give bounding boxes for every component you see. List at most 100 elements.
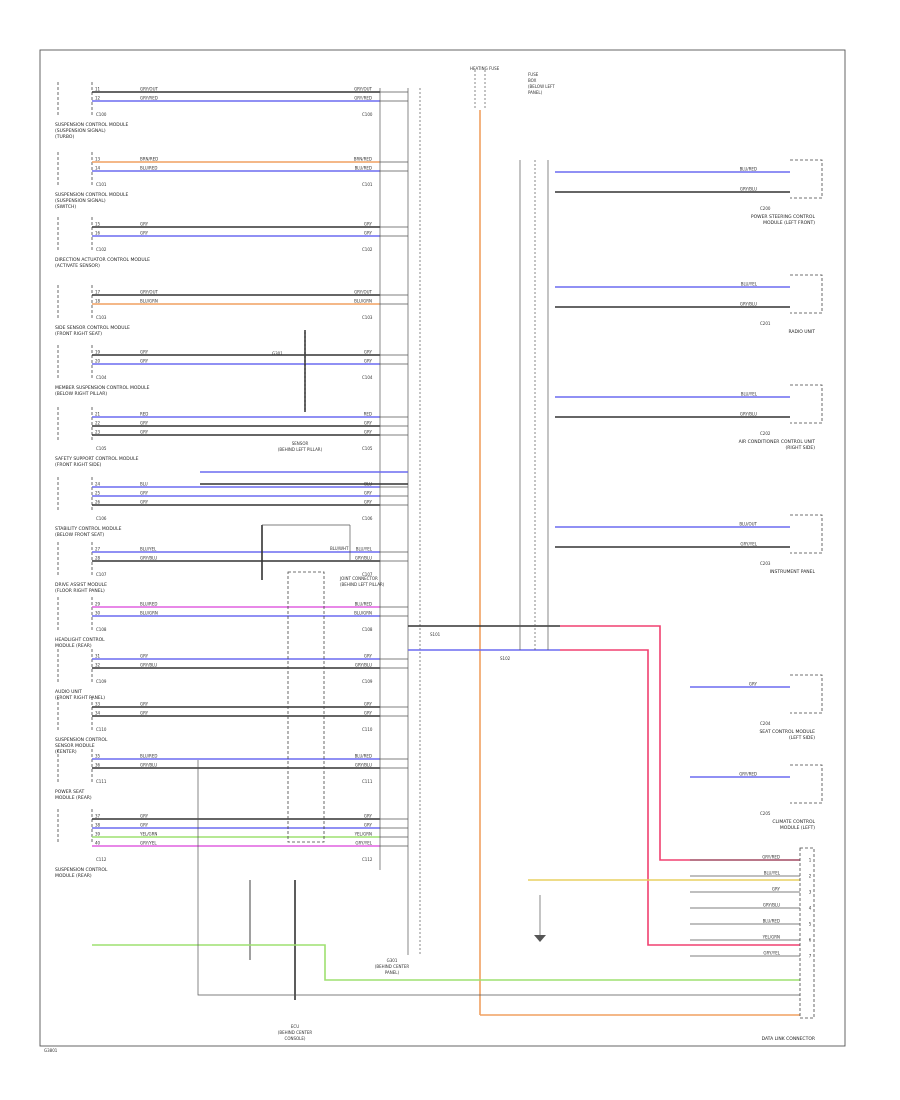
top-fuse-label: HEATING FUSE: [470, 66, 500, 71]
wire-color-label: BLU: [140, 482, 148, 487]
dlc-pin-number: 3: [809, 890, 812, 895]
wire-color-label: GRY/BLU: [355, 763, 372, 768]
wire-color-label: GRY: [364, 430, 373, 435]
pin-number: 29: [95, 602, 101, 607]
connector-label: C105: [96, 446, 107, 451]
wire-color-label: RED: [140, 412, 148, 417]
module-title: SENSOR MODULE: [55, 743, 95, 749]
module-title: STABILITY CONTROL MODULE: [55, 526, 122, 532]
pin-number: 39: [95, 832, 101, 837]
module-title: AUDIO UNIT: [55, 689, 82, 695]
connector-label: C112: [96, 857, 107, 862]
wire-color-label: YEL/GRN: [139, 832, 157, 837]
connector-label: C100: [96, 112, 107, 117]
module-title: (SUSPENSION SIGNAL): [55, 128, 106, 134]
module-title: MEMBER SUSPENSION CONTROL MODULE: [55, 385, 150, 391]
module-outline: [57, 597, 93, 631]
ecu-title: ECU: [291, 1024, 299, 1029]
pin-number: 15: [95, 222, 101, 227]
connector-label: C107: [96, 572, 107, 577]
wire-color-label: BRN/RED: [354, 157, 372, 162]
green-wire: [92, 944, 800, 981]
connector-label: C202: [760, 431, 771, 436]
wire-color-label: GRY/BLU: [355, 663, 372, 668]
wire-color-label: BLU/GRN: [354, 611, 372, 616]
dlc-pin-number: 2: [809, 874, 812, 879]
fuse-box-title: (BELOW LEFT: [528, 84, 555, 89]
module-outline: [57, 809, 93, 843]
wire-color-label: BLU/RED: [355, 754, 372, 759]
module-title: (FRONT RIGHT SEAT): [55, 331, 102, 337]
connector-label: C110: [96, 727, 107, 732]
wire-color-label: GRY: [140, 359, 149, 364]
module-title: POWER SEAT: [55, 789, 85, 795]
dlc-outline: [799, 847, 815, 1019]
dlc-pin-label: BLU/RED: [763, 919, 780, 924]
wire-color-label: BLU/WHT: [330, 546, 349, 551]
fuse-box-outline: [474, 70, 486, 110]
wire-color-label: GRY/BLU: [355, 556, 372, 561]
wire-color-label: GRY: [140, 350, 149, 355]
wire-color-label: GRY: [364, 350, 373, 355]
module-title: (CENTER): [55, 749, 77, 755]
connector-label: C104: [362, 375, 373, 380]
connector-label: C200: [760, 206, 771, 211]
wire-color-label: GRY: [364, 702, 373, 707]
pin-number: 23: [95, 430, 101, 435]
module-title: HEADLIGHT CONTROL: [55, 637, 105, 643]
dlc-pin-label: YEL/GRN: [762, 935, 780, 940]
wire-color-label: BLU/GRN: [140, 611, 158, 616]
module-title: (FLOOR RIGHT PANEL): [55, 588, 105, 594]
module-outline: [790, 674, 823, 714]
wire-color-label: GRY: [140, 421, 149, 426]
wire-color-label: GRY: [140, 222, 149, 227]
splice-label: S101: [430, 632, 441, 637]
ground-title: G301: [387, 958, 398, 963]
connector-label: C109: [96, 679, 107, 684]
wire-color-label: GRY/YEL: [355, 841, 372, 846]
wire-color-label: BLU/GRN: [140, 299, 158, 304]
wire-color-label: BLU/RED: [740, 167, 757, 172]
wire-color-label: BLU/GRN: [354, 299, 372, 304]
wire-color-label: GRY/BLU: [140, 663, 157, 668]
wire-color-label: GRY/YEL: [140, 841, 157, 846]
splice-label: S102: [500, 656, 511, 661]
wire-color-label: BLU/OUT: [739, 522, 757, 527]
connector-label: C101: [362, 182, 373, 187]
wire-color-label: BLU/YEL: [741, 282, 758, 287]
joint-title: JOINT CONNECTOR: [339, 576, 378, 581]
wire-color-label: YEL/GRN: [354, 832, 372, 837]
connector-label: C103: [362, 315, 373, 320]
module-title: SUSPENSION CONTROL: [55, 867, 108, 873]
pin-number: 22: [95, 421, 101, 426]
ground-title: (BEHIND CENTER: [375, 964, 410, 969]
wire-color-label: GRY/RED: [354, 96, 372, 101]
module-outline: [57, 649, 93, 683]
wire-color-label: GRY: [364, 231, 373, 236]
pin-number: 25: [95, 491, 101, 496]
module-title: (BELOW RIGHT PILLAR): [55, 391, 107, 397]
wire-color-label: GRY/BLU: [140, 763, 157, 768]
module-outline: [790, 274, 823, 314]
wire-color-label: BRN/RED: [140, 157, 158, 162]
pin-number: 20: [95, 359, 101, 364]
wire-color-label: GRY/BLU: [740, 187, 757, 192]
module-outline: [57, 749, 93, 783]
wire-color-label: GRY/BLU: [140, 556, 157, 561]
wire-color-label: BLU/RED: [140, 602, 157, 607]
wire-color-label: GRY: [364, 814, 373, 819]
module-title: SIDE SENSOR CONTROL MODULE: [55, 325, 130, 331]
pin-number: 38: [95, 823, 101, 828]
module-outline: [790, 159, 823, 199]
connector-label: C110: [362, 727, 373, 732]
